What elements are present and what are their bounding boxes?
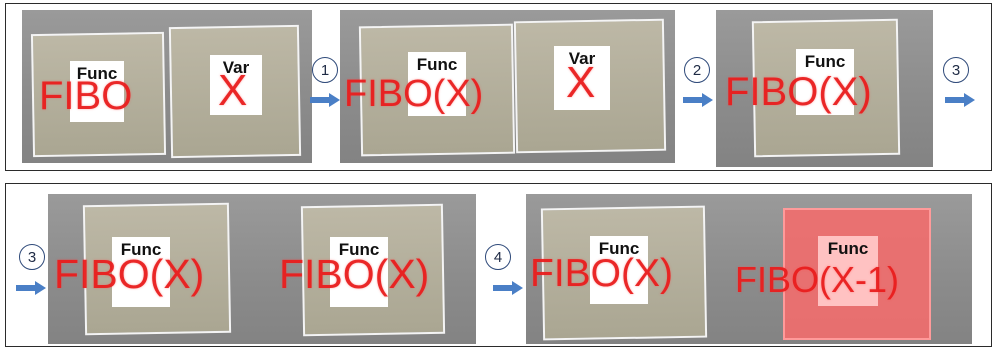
func-tag: Func (408, 52, 466, 116)
var-tag: Var (554, 46, 610, 110)
step-3-marker: 3 (943, 57, 969, 83)
ar-function-text: FIBO(X) (530, 252, 673, 295)
ar-function-text: FIBO(X) (725, 70, 872, 114)
right-arrow-icon (945, 93, 975, 107)
func-tag-highlighted: Func (818, 236, 878, 306)
right-arrow-icon (683, 93, 713, 107)
func-tag: Func (330, 237, 388, 307)
step-4-marker: 4 (485, 244, 511, 270)
photo-panel-2: Func Var FIBO(X) X (340, 10, 675, 163)
outer-frame-bottom (5, 183, 992, 347)
ar-function-text: FIBO(X) (54, 251, 205, 297)
photo-panel-5: Func Func FIBO(X) FIBO(X-1) (526, 194, 972, 344)
ar-variable-text: X (566, 58, 596, 107)
func-tag: Func (590, 236, 648, 304)
photo-panel-4: Func Func FIBO(X) FIBO(X) (48, 194, 476, 344)
func-tag: Func (70, 61, 124, 122)
ar-function-text: FIBO(X) (279, 251, 430, 297)
ar-function-text: FIBO(X) (344, 73, 484, 115)
right-arrow-icon (310, 93, 340, 107)
ar-function-text: FIBO (39, 74, 133, 118)
ar-recursive-call-text: FIBO(X-1) (735, 259, 900, 300)
outer-frame-top (5, 3, 992, 171)
func-tag: Func (112, 237, 170, 307)
step-1-marker: 1 (312, 57, 338, 83)
right-arrow-icon (493, 281, 523, 295)
step-2-marker: 2 (684, 57, 710, 83)
right-arrow-icon (16, 281, 46, 295)
step-3-marker: 3 (19, 244, 45, 270)
photo-panel-3: Func FIBO(X) (716, 10, 933, 167)
photo-panel-1: Func Var FIBO X (22, 10, 312, 163)
var-tag: Var (210, 55, 262, 115)
func-tag: Func (796, 49, 854, 115)
ar-variable-text: X (218, 66, 248, 115)
